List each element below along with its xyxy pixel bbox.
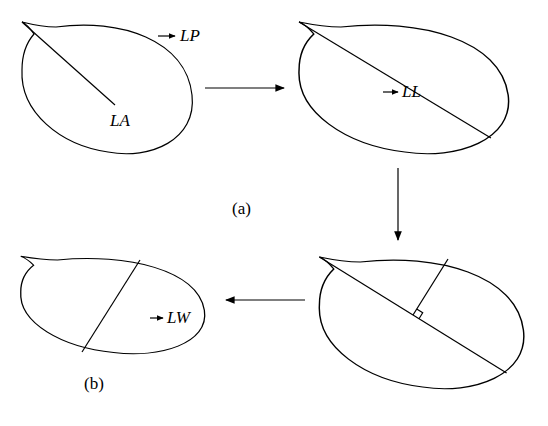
step-arrow — [397, 168, 398, 240]
leaf-outline — [299, 22, 509, 154]
step-arrow — [226, 299, 305, 300]
pointer-arrow — [158, 35, 175, 36]
measure-label: LW — [167, 309, 190, 328]
width-line — [413, 259, 448, 315]
step-arrow — [205, 87, 284, 88]
right-angle-mark — [417, 309, 423, 319]
pointer-arrow — [150, 317, 163, 318]
measure-label: LA — [110, 112, 130, 131]
measure-label: LL — [402, 83, 421, 102]
panel-label: (a) — [232, 200, 251, 219]
measure-label: LP — [180, 27, 200, 46]
pointer-arrow — [383, 91, 398, 92]
leaf-outline — [22, 22, 192, 154]
leaf-outline — [21, 256, 205, 353]
panel-label: (b) — [84, 375, 104, 394]
width-line — [82, 260, 140, 352]
leaf-outline — [319, 257, 524, 389]
